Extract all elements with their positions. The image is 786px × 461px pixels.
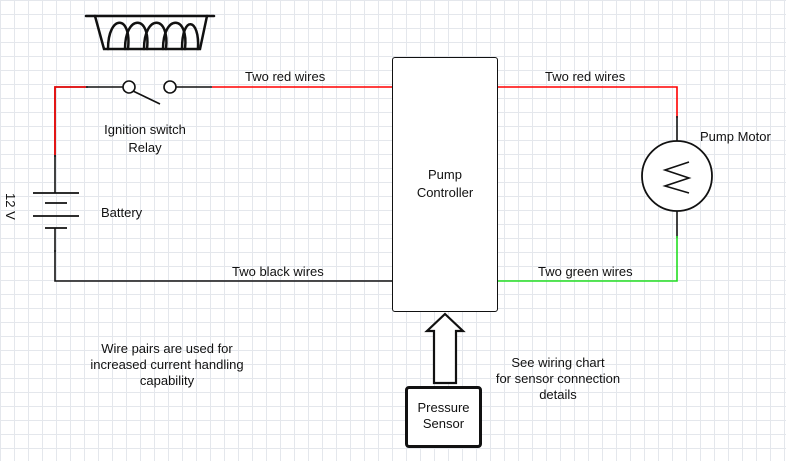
note-wire-pairs: Wire pairs are used for increased curren… <box>90 341 244 388</box>
wire-red-ignition-color <box>54 86 86 155</box>
battery-icon <box>33 192 79 229</box>
pump-controller-box <box>392 57 498 312</box>
pressure-sensor-box <box>405 386 482 448</box>
label-battery-voltage: 12 V <box>3 193 18 220</box>
wire-red-ignition <box>54 86 88 157</box>
label-battery: Battery <box>101 205 143 220</box>
label-ignition-relay: Ignition switch Relay <box>104 122 186 155</box>
label-pump-controller: Pump Controller <box>416 167 474 200</box>
wire-green <box>498 236 678 282</box>
label-red-wires-right: Two red wires <box>545 69 626 84</box>
wire-black <box>54 250 392 282</box>
label-black-wires: Two black wires <box>232 264 324 279</box>
arrow-up-icon <box>424 312 466 385</box>
label-pump-motor: Pump Motor <box>700 129 771 144</box>
label-red-wires-left: Two red wires <box>245 69 326 84</box>
label-green-wires: Two green wires <box>538 264 633 279</box>
switch-icon <box>122 80 177 105</box>
relay-coil-icon <box>84 14 216 51</box>
wire-red-to-motor <box>498 86 678 118</box>
motor-icon <box>641 140 713 212</box>
note-sensor-wiring: See wiring chart for sensor connection d… <box>495 355 621 402</box>
label-pressure-sensor: Pressure Sensor <box>417 400 470 431</box>
